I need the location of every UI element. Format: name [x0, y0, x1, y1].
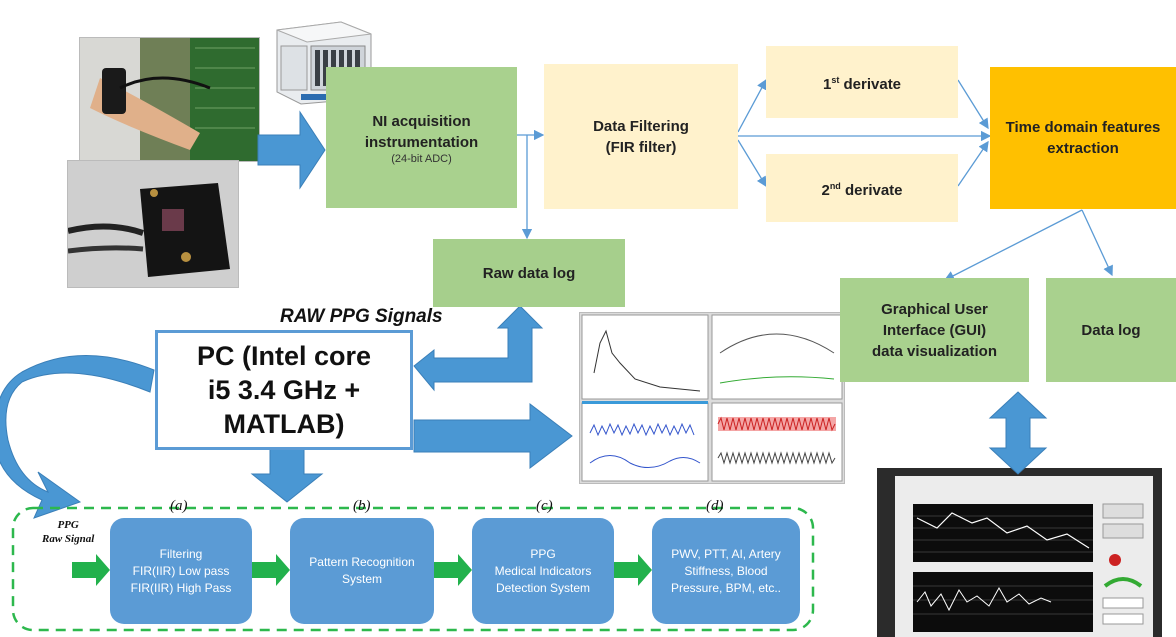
stage-b-line2: System: [341, 572, 382, 586]
deriv1-number: 1: [822, 75, 832, 93]
data-filtering-node: Data Filtering (FIR filter): [544, 64, 738, 209]
pc-to-plots-block-arrow: [413, 402, 573, 470]
stage-c-tag: (c): [536, 498, 553, 514]
pc-text: PC (Intel core i5 3.4 GHz + MATLAB): [197, 339, 371, 441]
filter-to-deriv1-arrow: [737, 78, 767, 133]
stage-d-line2: Stiffness, Blood: [684, 563, 768, 578]
stage-c-line3: Detection System: [495, 580, 591, 595]
stage-filtering: Filtering FIR(IIR) Low pass FIR(IIR) Hig…: [110, 518, 252, 624]
pc-to-pipeline-block-arrow: [250, 447, 324, 503]
stage-indicator-detection: PPG Medical Indicators Detection System: [472, 518, 614, 624]
features-line2: extraction: [1047, 140, 1119, 157]
ni-acquisition-node: NI acquisition instrumentation (24-bit A…: [326, 67, 517, 208]
stage-d-tag: (d): [706, 498, 724, 514]
features-extraction-node: Time domain features extraction: [990, 67, 1176, 209]
deriv2-number: 2: [821, 181, 830, 199]
stage-pattern-recognition: Pattern Recognition System: [290, 518, 434, 624]
stage-a-tag: (a): [170, 498, 188, 514]
filter-to-deriv2-arrow: [737, 139, 767, 188]
stage-d-line1: PWV, PTT, AI, Artery: [671, 546, 781, 561]
deriv1-rest: derivate: [839, 75, 902, 93]
gui-line1: Graphical User: [881, 300, 988, 318]
filtering-to-pattern-arrow: [252, 554, 290, 586]
deriv1-sup: st: [831, 74, 840, 85]
stage-b-tag: (b): [353, 498, 371, 514]
pattern-to-detection-arrow: [434, 554, 472, 586]
sensor-pad-photo: [67, 160, 239, 288]
ni-sub: (24-bit ADC): [391, 152, 452, 165]
ni-line1: NI acquisition: [372, 112, 471, 130]
pc-to-raw-signal-curved-arrow: [0, 355, 155, 519]
photos-to-ni-block-arrow: [257, 110, 326, 190]
deriv2-to-features-arrow: [957, 140, 989, 187]
stage-a-line3: FIR(IIR) High Pass: [130, 580, 232, 595]
features-to-datalog-arrow: [1081, 209, 1113, 277]
stage-output-indicators: PWV, PTT, AI, Artery Stiffness, Blood Pr…: [652, 518, 800, 624]
deriv2-label: 2nd derivate: [821, 176, 902, 201]
pc-node: PC (Intel core i5 3.4 GHz + MATLAB): [155, 330, 413, 450]
stage-a-line1: Filtering: [159, 546, 203, 561]
stage-b-line1: Pattern Recognition: [309, 555, 415, 569]
ppg-input-line2: Raw Signal: [42, 533, 95, 545]
raw-to-filtering-arrow: [72, 554, 110, 586]
rawlog-label: Raw data log: [482, 264, 576, 282]
gui-laptop-double-block-arrow: [988, 391, 1048, 475]
stage-c-line1: PPG: [530, 546, 556, 561]
filtering-line2: (FIR filter): [605, 138, 677, 156]
detection-to-indicators-arrow: [614, 554, 652, 586]
deriv2-sup: nd: [829, 180, 841, 191]
features-line1: Time domain features: [1005, 119, 1161, 136]
ni-line2: instrumentation: [364, 133, 479, 151]
gui-line3: data visualization: [871, 342, 998, 360]
filtering-line1: Data Filtering: [593, 117, 689, 135]
gui-line2: Interface (GUI): [882, 321, 987, 339]
deriv1-to-features-arrow: [957, 79, 989, 130]
gui-laptop-photo: [877, 468, 1162, 637]
pc-line2: i5 3.4 GHz +: [207, 375, 361, 405]
ppg-input-line1: PPG: [57, 519, 79, 531]
pc-line3: MATLAB): [223, 409, 345, 439]
raw-data-log-node: Raw data log: [433, 239, 625, 307]
ppg-input-label: PPG Raw Signal: [42, 518, 94, 546]
pipeline-dashed-border: [11, 506, 815, 632]
stage-c-line2: Medical Indicators: [494, 563, 592, 578]
hand-sensor-photo: [79, 37, 260, 162]
stage-a-line2: FIR(IIR) Low pass: [132, 563, 230, 578]
features-to-gui-arrow: [943, 209, 1083, 281]
deriv2-rest: derivate: [840, 181, 903, 199]
datalog-label: Data log: [1081, 321, 1141, 339]
pc-line1: PC (Intel core: [196, 341, 372, 371]
first-derivate-node: 1st derivate: [766, 46, 958, 118]
data-log-node: Data log: [1046, 278, 1176, 382]
raw-ppg-signals-label: RAW PPG Signals: [280, 306, 443, 327]
second-derivate-node: 2nd derivate: [766, 154, 958, 222]
gui-visualization-node: Graphical User Interface (GUI) data visu…: [840, 278, 1029, 382]
stage-d-line3: Pressure, BPM, etc..: [670, 580, 782, 595]
matlab-plots-screenshot: [579, 312, 845, 484]
deriv1-label: 1st derivate: [823, 70, 901, 95]
